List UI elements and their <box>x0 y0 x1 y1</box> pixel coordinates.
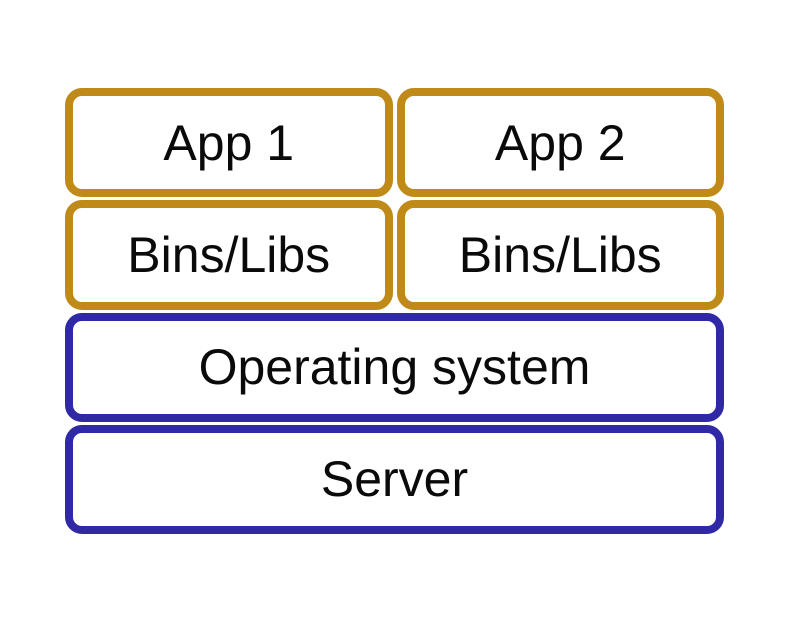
box-bins-libs-right: Bins/Libs <box>396 200 724 310</box>
box-app-2: App 2 <box>396 88 724 198</box>
box-bins-libs-left-label: Bins/Libs <box>127 226 331 283</box>
box-app-1-label: App 1 <box>163 114 295 171</box>
box-app-2-label: App 2 <box>494 114 626 171</box>
box-bins-libs-left: Bins/Libs <box>65 200 393 310</box>
box-operating-system-label: Operating system <box>198 339 591 396</box>
box-server-label: Server <box>320 451 469 508</box>
architecture-stack: App 1 App 2 Bins/Libs Bins/Libs Operatin… <box>65 88 724 534</box>
box-server: Server <box>65 424 724 534</box>
box-bins-libs-right-label: Bins/Libs <box>458 226 662 283</box>
box-app-1: App 1 <box>65 88 393 198</box>
box-operating-system: Operating system <box>65 312 724 422</box>
